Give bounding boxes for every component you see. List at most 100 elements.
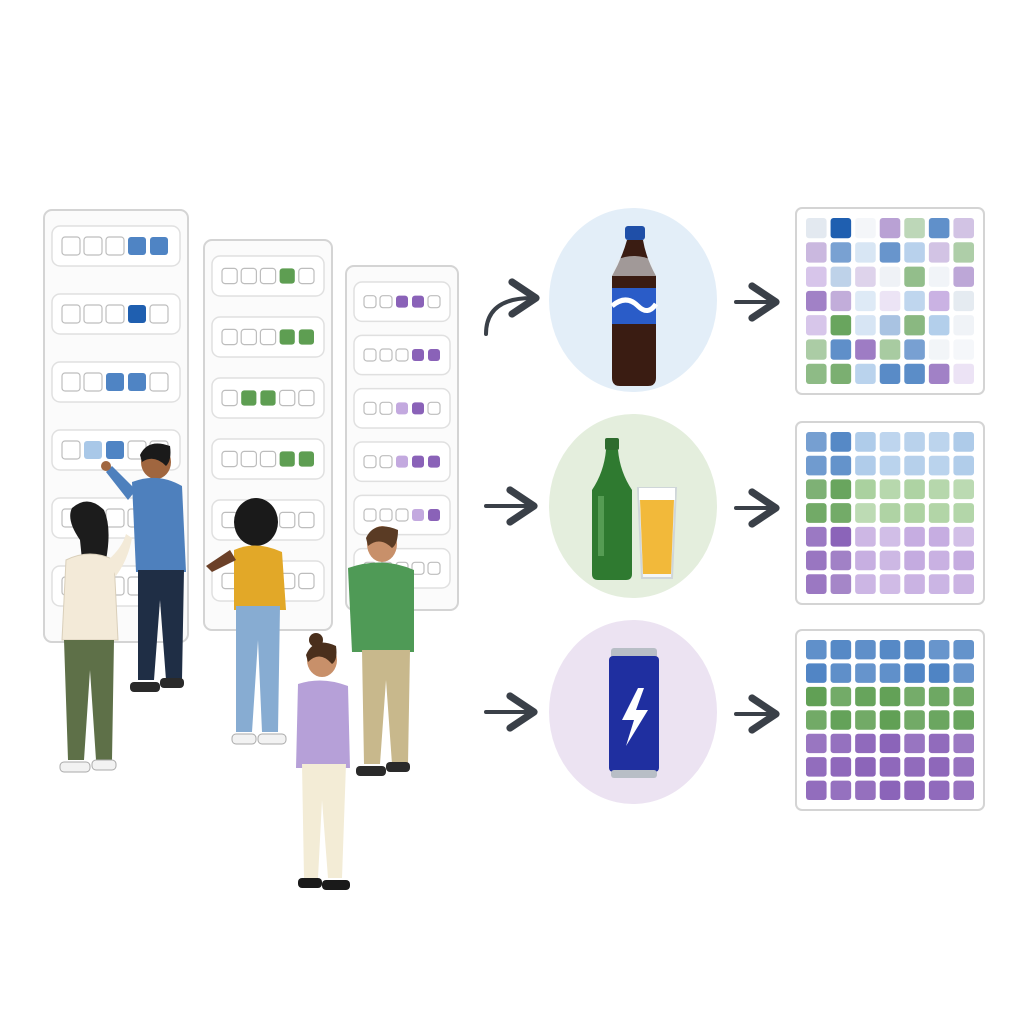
matrix-cell	[928, 363, 950, 384]
matrix-cell	[830, 242, 852, 263]
rating-box[interactable]	[412, 349, 424, 361]
rating-box[interactable]	[427, 295, 441, 309]
rating-box[interactable]	[221, 389, 238, 407]
rating-box[interactable]	[279, 451, 295, 467]
matrix-cell	[855, 479, 876, 500]
rating-box[interactable]	[427, 561, 441, 575]
rating-box[interactable]	[298, 267, 315, 285]
matrix-cell	[879, 710, 901, 730]
rating-box[interactable]	[279, 511, 296, 529]
rating-box[interactable]	[427, 401, 441, 415]
person-woman-mustard-top	[206, 498, 287, 745]
rating-box[interactable]	[363, 508, 377, 522]
rating-box[interactable]	[412, 295, 424, 308]
rating-box[interactable]	[363, 348, 377, 362]
rating-box[interactable]	[379, 295, 393, 309]
matrix-cell	[830, 315, 852, 336]
rating-box[interactable]	[363, 401, 377, 415]
rating-box[interactable]	[83, 236, 103, 256]
matrix-cell	[904, 640, 925, 660]
rating-box[interactable]	[396, 295, 408, 308]
rating-box[interactable]	[221, 328, 238, 346]
rating-box[interactable]	[105, 304, 125, 324]
rating-box[interactable]	[298, 329, 314, 345]
rating-box[interactable]	[259, 450, 277, 468]
rating-box[interactable]	[149, 372, 169, 392]
rating-box[interactable]	[379, 508, 393, 522]
rating-box[interactable]	[240, 328, 257, 346]
rating-box[interactable]	[379, 455, 393, 469]
rating-box[interactable]	[396, 402, 408, 415]
matrix-cell	[830, 780, 852, 800]
rating-box[interactable]	[259, 328, 277, 346]
rating-box[interactable]	[105, 236, 125, 256]
matrix-cell	[953, 780, 974, 800]
rating-box[interactable]	[279, 268, 295, 284]
rating-box[interactable]	[221, 450, 238, 468]
rating-box[interactable]	[128, 373, 146, 391]
rating-box[interactable]	[106, 441, 124, 459]
matrix-cell	[830, 290, 852, 312]
rating-box[interactable]	[363, 295, 377, 309]
matrix-cell	[928, 780, 950, 800]
rating-box[interactable]	[149, 304, 169, 324]
matrix-cell	[879, 479, 901, 500]
matrix-cell	[928, 550, 950, 571]
matrix-cell	[953, 503, 974, 523]
rating-box[interactable]	[240, 267, 257, 285]
rating-box[interactable]	[379, 348, 393, 362]
rating-box[interactable]	[298, 389, 315, 407]
soda-bottle-icon	[610, 226, 659, 386]
rating-box[interactable]	[379, 401, 393, 415]
rating-box[interactable]	[395, 348, 409, 362]
rating-box[interactable]	[395, 508, 409, 522]
matrix-cell	[904, 503, 925, 523]
rating-box[interactable]	[83, 372, 103, 392]
rating-box[interactable]	[83, 304, 103, 324]
rating-box[interactable]	[61, 236, 81, 256]
rating-box[interactable]	[279, 329, 295, 345]
rating-box[interactable]	[260, 390, 276, 406]
matrix-cell	[928, 526, 950, 547]
rating-box[interactable]	[61, 304, 81, 324]
survey-panel-3	[345, 265, 459, 611]
rating-box[interactable]	[259, 267, 277, 285]
matrix-cell	[806, 218, 827, 239]
rating-box[interactable]	[61, 372, 81, 392]
rating-box[interactable]	[84, 441, 102, 459]
rating-box[interactable]	[396, 455, 408, 468]
rating-box[interactable]	[428, 349, 440, 361]
rating-box[interactable]	[411, 561, 425, 575]
rating-box[interactable]	[428, 509, 440, 521]
rating-box[interactable]	[298, 511, 315, 529]
matrix-cell	[855, 710, 876, 730]
rating-box[interactable]	[150, 237, 168, 255]
rating-box[interactable]	[128, 237, 146, 255]
rating-box[interactable]	[241, 390, 257, 406]
rating-box[interactable]	[61, 440, 81, 460]
rating-box[interactable]	[412, 509, 424, 521]
rating-box[interactable]	[240, 450, 257, 468]
rating-box[interactable]	[128, 305, 146, 323]
matrix-cell	[904, 266, 925, 287]
rating-box[interactable]	[412, 402, 424, 415]
matrix-cell	[806, 242, 827, 263]
matrix-cell	[904, 686, 925, 707]
matrix-cell	[830, 479, 852, 500]
rating-box[interactable]	[363, 455, 377, 469]
matrix-cell	[879, 640, 901, 660]
rating-box[interactable]	[428, 455, 440, 468]
rating-box[interactable]	[106, 373, 124, 391]
matrix-cell	[928, 432, 950, 452]
rating-box[interactable]	[412, 455, 424, 468]
matrix-cell	[806, 432, 827, 452]
rating-box[interactable]	[279, 389, 296, 407]
matrix-cell	[953, 363, 974, 384]
rating-box[interactable]	[298, 572, 315, 590]
rating-box[interactable]	[298, 451, 314, 467]
matrix-cell	[904, 757, 925, 777]
matrix-cell	[806, 686, 827, 707]
matrix-cell	[879, 315, 901, 336]
rating-box[interactable]	[105, 508, 125, 528]
rating-box[interactable]	[221, 267, 238, 285]
